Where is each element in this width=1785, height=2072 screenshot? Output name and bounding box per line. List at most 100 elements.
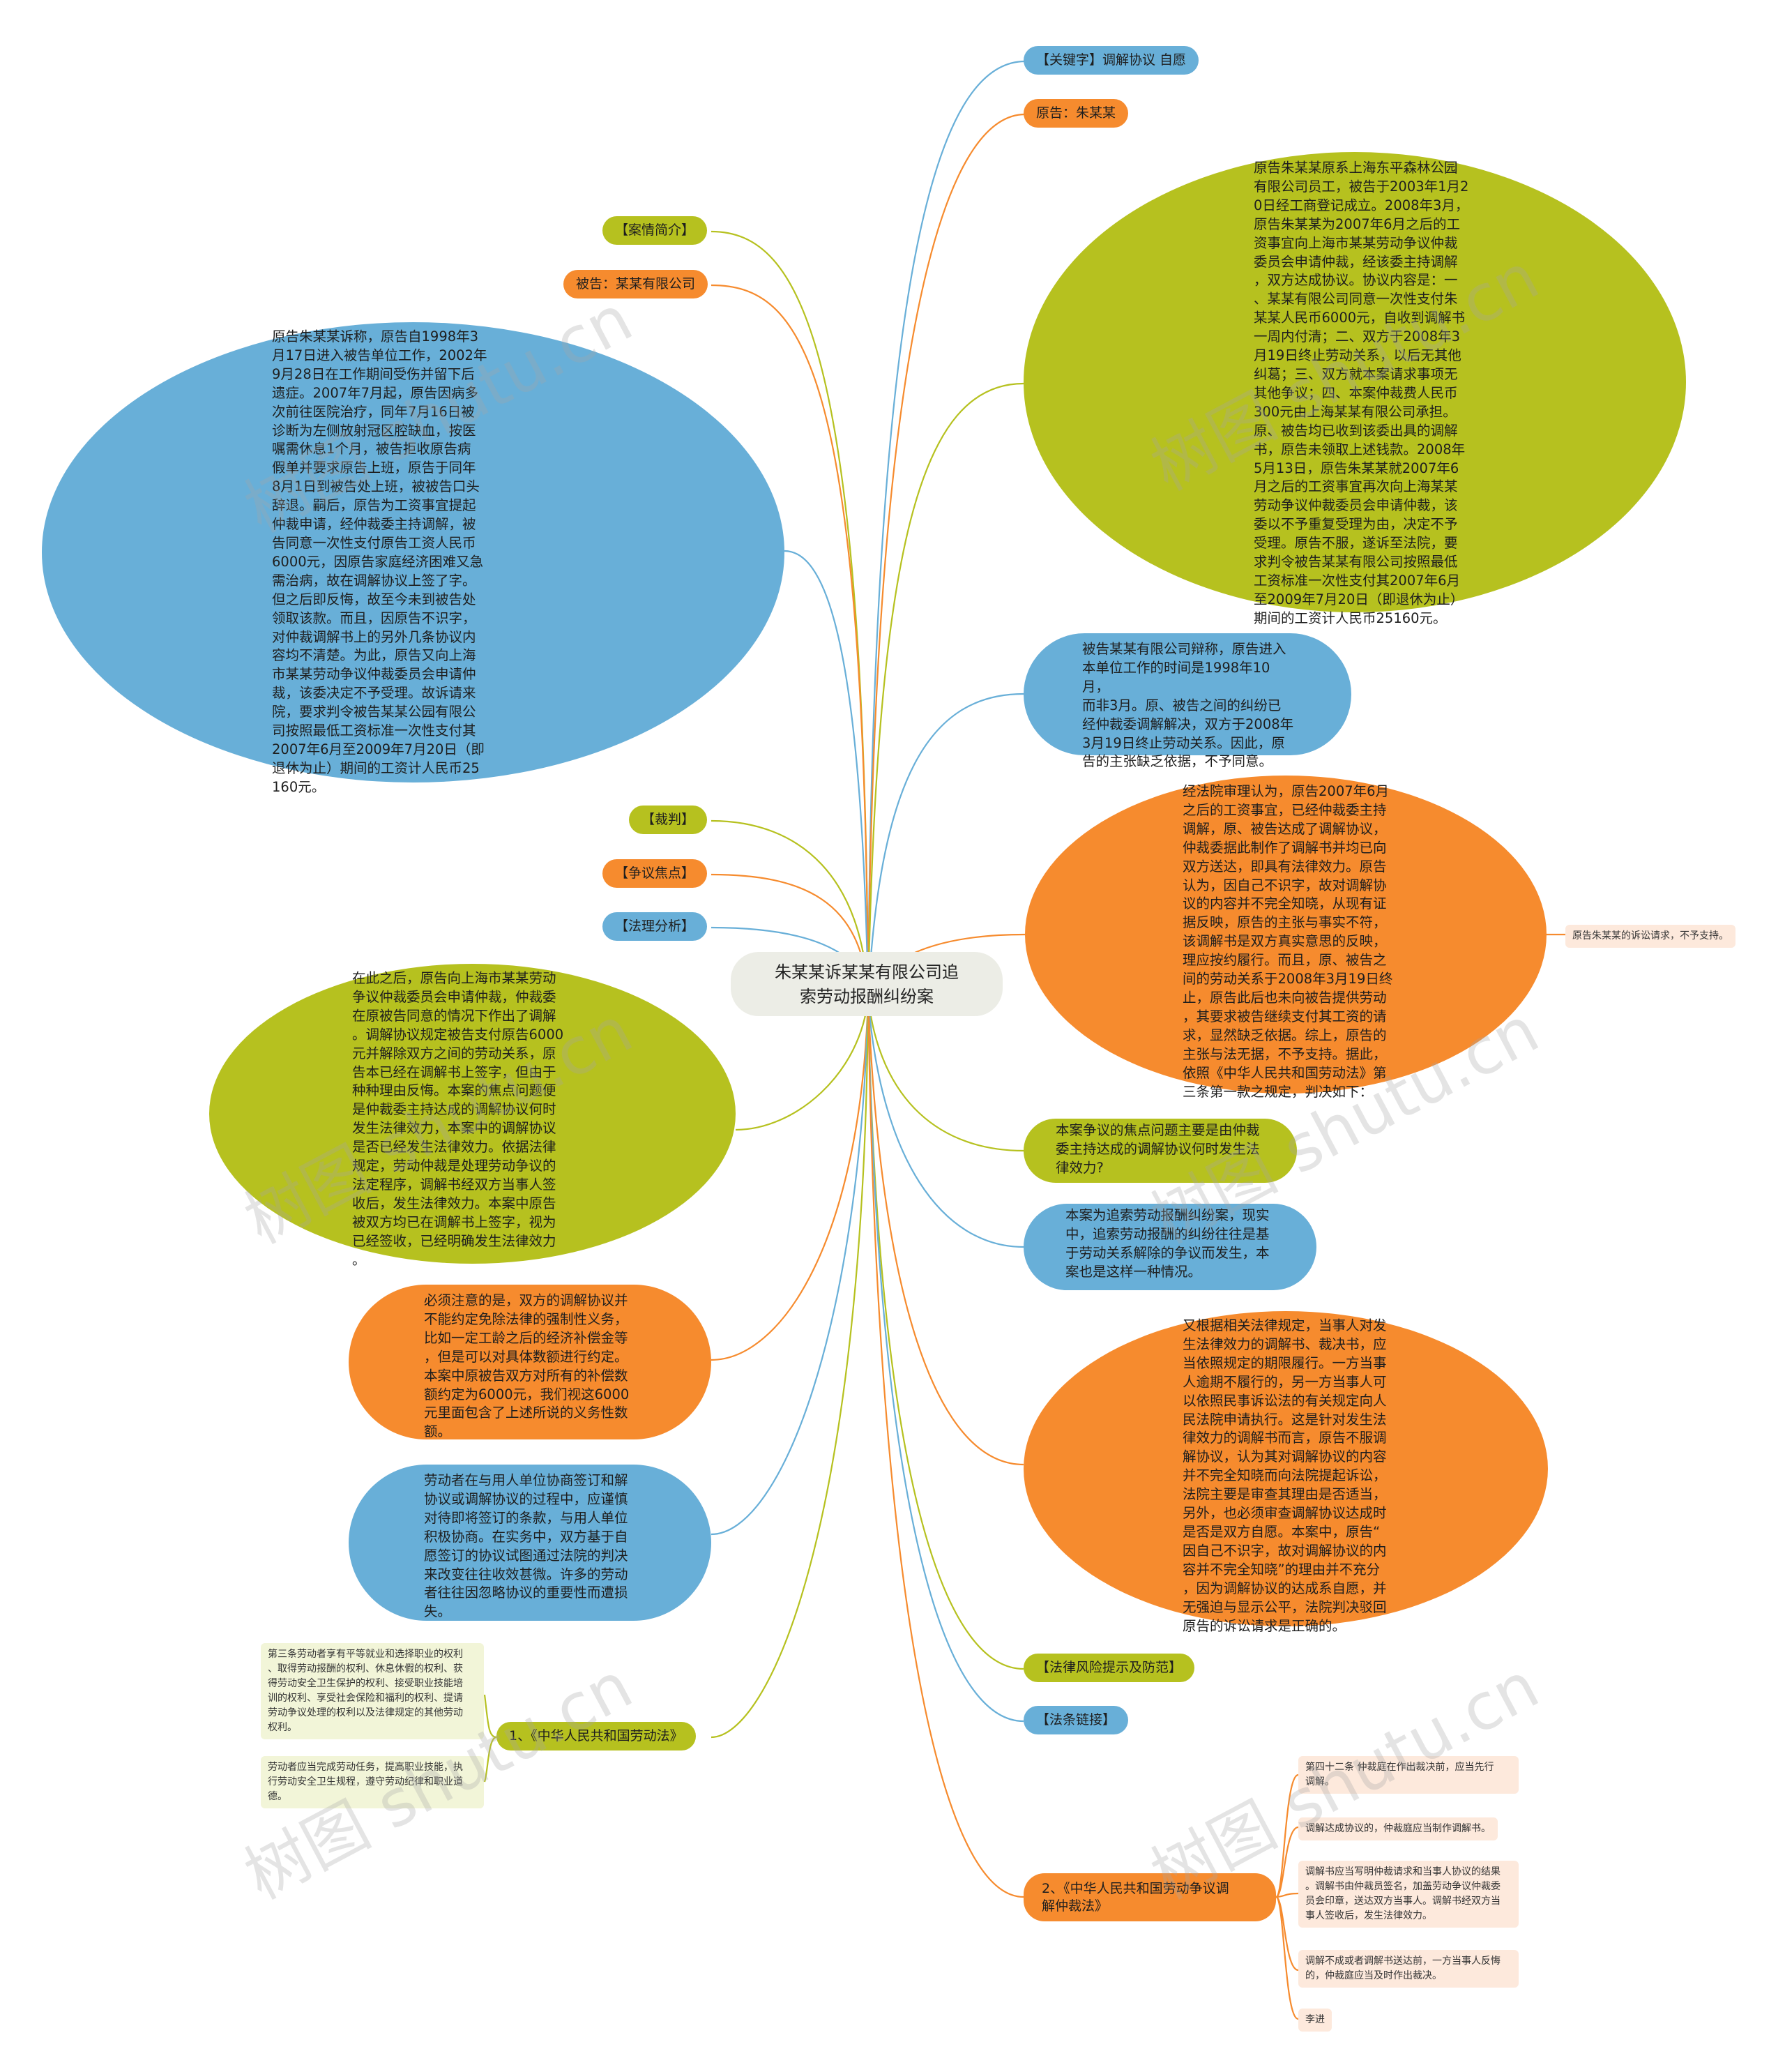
connector-keywords	[867, 60, 1026, 998]
text-line: 经仲裁委调解解决，双方于2008年	[1082, 716, 1294, 732]
text-line: 生法律效力的调解书、裁决书，应	[1183, 1336, 1387, 1352]
text-line: 元并解除双方之间的劳动关系，原	[352, 1045, 556, 1061]
text-line: 。调解协议规定被告支付原告6000	[352, 1026, 564, 1043]
enforcement-blob[interactable]: 又根据相关法律规定，当事人对发生法律效力的调解书、裁决书，应当依照规定的期限履行…	[1024, 1311, 1548, 1634]
text-line: 。调解书由仲裁员签名，加盖劳动争议仲裁委	[1305, 1881, 1501, 1892]
text-line: 本案中原被告双方对所有的补偿数	[424, 1367, 628, 1384]
connector-right-orange-big	[867, 997, 1024, 1466]
mediation-document-leaf[interactable]: 调解书应当写明仲裁请求和当事人协议的结果。调解书由仲裁员签名，加盖劳动争议仲裁委…	[1298, 1861, 1519, 1928]
text-line: 裁，该委决定不予受理。故诉请来	[272, 685, 476, 702]
text-line: 需治病，故在调解协议上签了字。	[272, 572, 476, 589]
dispute-focus-node[interactable]: 【争议焦点】	[602, 859, 708, 888]
legal-analysis-node[interactable]: 【法理分析】	[602, 912, 708, 941]
text-line: 受理。原告不服，遂诉至法院，要	[1254, 535, 1458, 552]
text-line: 因自己不识字，故对调解协议的内	[1183, 1542, 1387, 1559]
text-line: 并不完全知晓而向法院提起诉讼，	[1183, 1467, 1387, 1484]
text-line: 假单并要求原告上班，原告于同年	[272, 460, 476, 476]
text-line: 委员会申请仲裁，经该委主持调解	[1254, 253, 1458, 270]
text-line: 比如一定工龄之后的经济补偿金等	[424, 1329, 628, 1346]
dispute-focus-blob[interactable]: 本案争议的焦点问题主要是由仲裁委主持达成的调解协议何时发生法律效力?	[1024, 1119, 1297, 1183]
worker-advice-blob[interactable]: 劳动者在与用人单位协商签订和解协议或调解协议的过程中，应谨慎对待即将签订的条款，…	[349, 1465, 711, 1621]
text-line: 容并不完全知晓”的理由并不充分	[1183, 1561, 1381, 1578]
mandatory-duty-blob[interactable]: 必须注意的是，双方的调解协议并不能约定免除法律的强制性义务，比如一定工龄之后的经…	[349, 1285, 711, 1439]
text-line: 止，原告此后也未向被告提供劳动	[1183, 989, 1387, 1006]
defendant-defense-blob[interactable]: 被告某某有限公司辩称，原告进入本单位工作的时间是1998年10月， 而非3月。原、…	[1024, 633, 1351, 769]
text-line: 协议或调解协议的过程中，应谨慎	[424, 1490, 628, 1507]
text-line: 被告某某有限公司辩称，原告进入	[1082, 641, 1286, 657]
text-line: 元里面包含了上述所说的义务性数	[424, 1405, 628, 1421]
mediation-failure-leaf[interactable]: 调解不成或者调解书送达前，一方当事人反悔的，仲裁庭应当及时作出裁决。	[1298, 1950, 1519, 1988]
labor-law-duty-leaf[interactable]: 劳动者应当完成劳动任务，提高职业技能，执行劳动安全卫生规程，遵守劳动纪律和职业道…	[261, 1756, 484, 1808]
text-line: 中，追索劳动报酬的纠纷往往是基	[1065, 1225, 1270, 1242]
text-line: 对仲裁调解书上的另外几条协议内	[272, 628, 476, 645]
text-line: 求，显然缺乏依据。综上，原告的	[1183, 1027, 1387, 1043]
text-line: 解协议，认为其对调解协议的内容	[1183, 1449, 1387, 1465]
plaintiff-node[interactable]: 原告：朱某某	[1024, 99, 1129, 128]
connector-left-blue	[784, 550, 869, 998]
verdict-leaf[interactable]: 原告朱某某的诉讼请求，不予支持。	[1565, 925, 1735, 948]
text-line: 原告朱某某诉称，原告自1998年3	[272, 328, 479, 345]
mediation-agreement-leaf[interactable]: 调解达成协议的，仲裁庭应当制作调解书。	[1298, 1817, 1498, 1840]
text-line: ，但是可以对具体数额进行约定。	[424, 1348, 628, 1365]
text-line: 原、被告均已收到该委出具的调解	[1254, 422, 1458, 439]
text-line: 行劳动安全卫生规程，遵守劳动纪律和职业道	[268, 1776, 463, 1787]
text-line: 训的权利、享受社会保险和福利的权利、提请	[268, 1693, 463, 1704]
text-line: 委以不予重复受理为由，决定不予	[1254, 516, 1458, 533]
case-type-blob[interactable]: 本案为追索劳动报酬纠纷案，现实中，追索劳动报酬的纠纷往往是基于劳动关系解除的争议…	[1024, 1204, 1316, 1290]
keywords-node[interactable]: 【关键字】调解协议 自愿	[1024, 46, 1199, 75]
labor-law-node[interactable]: 1、《中华人民共和国劳动法》	[496, 1722, 696, 1750]
text-line: 又根据相关法律规定，当事人对发	[1183, 1317, 1387, 1333]
text-line: 积极协商。在实务中，双方基于自	[424, 1528, 628, 1545]
text-line: 权利。	[268, 1722, 297, 1733]
connector-left-green	[735, 997, 869, 1131]
risk-tips-node[interactable]: 【法律风险提示及防范】	[1024, 1654, 1195, 1682]
legal-analysis-blob[interactable]: 在此之后，原告向上海市某某劳动争议仲裁委员会申请仲裁，仲裁委在原被告同意的情况下…	[209, 964, 736, 1268]
text-line: 而非3月。原、被告之间的纠纷已	[1082, 697, 1282, 713]
text-line: 愿签订的协议试图通过法院的判决	[424, 1547, 628, 1564]
text-line: 6000元，因原告家庭经济困难又急	[272, 553, 484, 570]
text-line: 遗症。2007年7月起，原告因病多	[272, 384, 479, 401]
text-line: 之后的工资事宜，已经仲裁委主持	[1183, 801, 1387, 818]
connector-right-green	[867, 382, 1024, 998]
labor-law-article3-leaf[interactable]: 第三条劳动者享有平等就业和选择职业的权利、取得劳动报酬的权利、休息休假的权利、获…	[261, 1643, 484, 1739]
text-line: 民法院申请执行。这是针对发生法	[1183, 1411, 1387, 1428]
law-links-node[interactable]: 【法条链接】	[1024, 1706, 1129, 1734]
article42-leaf[interactable]: 第四十二条 仲裁庭在作出裁决前，应当先行调解。	[1298, 1756, 1519, 1794]
text-line: 有限公司员工，被告于2003年1月2	[1254, 178, 1469, 195]
central-topic[interactable]: 朱某某诉某某有限公司追 索劳动报酬纠纷案	[731, 952, 1003, 1016]
author-leaf: 李进	[1298, 2009, 1332, 2032]
text-line: 300元由上海某某有限公司承担。	[1254, 403, 1457, 420]
text-line: 劳动者应当完成劳动任务，提高职业技能，执	[268, 1762, 463, 1773]
defendant-node[interactable]: 被告：某某有限公司	[563, 270, 708, 298]
text-line: ，其要求被告继续支付其工资的请	[1183, 1008, 1387, 1024]
text-line: 该调解书是双方真实意思的反映，	[1183, 933, 1387, 950]
text-line: 的，仲裁庭应当及时作出裁决。	[1305, 1970, 1442, 1981]
text-line: 调解书应当写明仲裁请求和当事人协议的结果	[1305, 1866, 1501, 1877]
connector-labor-law-duty	[483, 1736, 497, 1783]
text-line: 嘱需休息1个月，被告拒收原告病	[272, 441, 471, 457]
text-line: 3月19日终止劳动关系。因此，原	[1082, 734, 1285, 751]
connector-defendant	[711, 284, 869, 998]
text-line: ，因为调解协议的达成系自愿，并	[1183, 1580, 1387, 1596]
text-line: 事人签收后，发生法律效力。	[1305, 1910, 1432, 1921]
text-line: 认为，因自己不识字，故对调解协	[1183, 877, 1387, 893]
text-line: 额。	[424, 1423, 452, 1440]
text-line: 至2009年7月20日（即退休为止）	[1254, 591, 1464, 607]
text-line: 德。	[268, 1791, 287, 1802]
connector-med2	[1275, 1892, 1299, 1898]
text-line: 法定程序，调解书经双方当事人签	[352, 1176, 556, 1193]
mediation-law-node[interactable]: 2、《中华人民共和国劳动争议调 解仲裁法》	[1024, 1873, 1276, 1922]
text-line: 不能约定免除法律的强制性义务，	[424, 1310, 628, 1327]
text-line: 本案争议的焦点问题主要是由仲裁	[1056, 1122, 1260, 1138]
text-line: 三条第一款之规定，判决如下：	[1183, 1083, 1374, 1100]
court-reasoning-blob[interactable]: 经法院审理认为，原告2007年6月之后的工资事宜，已经仲裁委主持调解，原、被告达…	[1025, 776, 1547, 1100]
text-line: 160元。	[272, 778, 326, 795]
text-line: 本单位工作的时间是1998年10月，	[1082, 659, 1270, 695]
case-intro-node[interactable]: 【案情简介】	[602, 216, 708, 245]
text-line: 另外，也必须审查调解协议达成时	[1183, 1505, 1387, 1522]
judgment-node[interactable]: 【裁判】	[629, 806, 708, 834]
text-line: 调解不成或者调解书送达前，一方当事人反悔	[1305, 1956, 1501, 1967]
